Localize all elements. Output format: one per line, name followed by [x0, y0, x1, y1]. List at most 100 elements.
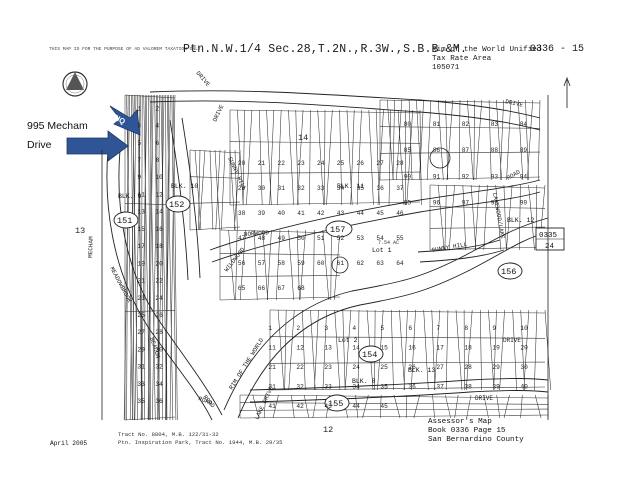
lot-number: 4: [155, 123, 159, 130]
lot-number: 16: [155, 226, 163, 233]
lot-number: 29: [492, 364, 500, 371]
lot-number: 52: [337, 235, 345, 242]
lot-number: 40: [520, 384, 528, 391]
lot-number: 46: [396, 210, 404, 217]
lot-number: 20: [238, 160, 246, 167]
lot-number: 35: [357, 185, 365, 192]
lot-number: 13: [324, 344, 332, 351]
lot-number: 33: [317, 185, 325, 192]
lot-number: 31: [137, 364, 145, 371]
svg-text:154: 154: [362, 350, 377, 360]
lot-number: 20: [520, 344, 528, 351]
tax-rate-label: Tax Rate Area: [432, 55, 492, 63]
callout-address-line2: Drive: [27, 139, 52, 151]
lot-number: 95: [404, 200, 412, 207]
lot-number: 18: [155, 243, 163, 250]
street-norwood: NORWOOD: [244, 229, 270, 238]
lot-number: 40: [278, 210, 286, 217]
lot-number: 28: [464, 364, 472, 371]
lot-number: 8: [464, 325, 468, 332]
district-name: Rim of the World Unified: [432, 46, 541, 54]
county-seal-icon: [62, 71, 88, 97]
lot-number: 91: [433, 173, 441, 180]
callout-arrow-icon: [66, 130, 129, 162]
lot-number: 1: [268, 325, 272, 332]
svg-text:157: 157: [330, 225, 345, 235]
lot-number: 59: [297, 260, 305, 267]
lot-number: 11: [268, 344, 276, 351]
acreage-label: 7.54 AC: [378, 240, 399, 246]
lot-number: 86: [433, 147, 441, 154]
lot-number: 5: [380, 325, 384, 332]
sheet-code: 0336 - 15: [530, 44, 584, 55]
lot-number: 85: [404, 147, 412, 154]
street-drive-top: DRIVE: [194, 70, 211, 89]
street-meadowbrook: MEADOWBROOK: [108, 266, 133, 305]
revision-date: April 2005: [50, 440, 87, 447]
lot-number: 93: [491, 173, 499, 180]
lot-number: 26: [408, 364, 416, 371]
lot-label-2: Lot 2: [338, 337, 358, 344]
lot-number: 28: [155, 329, 163, 336]
lot-number: 13: [137, 209, 145, 216]
lot-number: 9: [137, 174, 141, 181]
lot-number: 63: [376, 260, 384, 267]
lot-number: 31: [278, 185, 286, 192]
lot-number: 19: [137, 260, 145, 267]
svg-text:151: 151: [117, 216, 132, 226]
lot-number: 43: [324, 403, 332, 410]
map-caption-2: Book 0336 Page 15: [428, 427, 506, 435]
lot-number: 21: [137, 278, 145, 285]
lot-number: 1: [137, 105, 141, 112]
lot-number: 12: [155, 191, 163, 198]
lot-number: 54: [376, 235, 384, 242]
lot-number: 65: [238, 285, 246, 292]
street-drive-left: DRIVE: [211, 103, 225, 123]
lot-number: 60: [317, 260, 325, 267]
lot-number: 10: [520, 325, 528, 332]
lot-number: 14: [352, 344, 360, 351]
svg-text:152: 152: [169, 200, 184, 210]
lot-number: 47: [238, 235, 246, 242]
lot-number: 34: [155, 381, 163, 388]
svg-text:155: 155: [328, 399, 343, 409]
lot-number: 29: [137, 346, 145, 353]
street-drive-bottom: DRIVE: [475, 395, 493, 402]
lot-number: 98: [491, 200, 499, 207]
lot-number: 33: [324, 384, 332, 391]
lot-number: 4: [352, 325, 356, 332]
map-caption-1: Assessor's Map: [428, 418, 492, 426]
lot-number: 30: [258, 185, 266, 192]
lot-number: 15: [380, 344, 388, 351]
parcel-lines: [123, 94, 551, 421]
road-corridors: [106, 90, 549, 421]
lot-number: 27: [376, 160, 384, 167]
lot-number: 19: [492, 344, 500, 351]
lot-number: 23: [297, 160, 305, 167]
lot-number: 23: [137, 295, 145, 302]
lot-number: 26: [155, 312, 163, 319]
north-arrow-icon: [563, 76, 571, 108]
map-caption-3: San Bernardino County: [428, 436, 524, 444]
cul-de-sac: [429, 147, 451, 169]
lot-number: 21: [268, 364, 276, 371]
lot-number: 58: [278, 260, 286, 267]
lot-label-1: Lot 1: [372, 247, 392, 254]
lot-number: 90: [404, 173, 412, 180]
lot-number: 23: [324, 364, 332, 371]
lot-number: 22: [296, 364, 304, 371]
lot-number: 31: [268, 384, 276, 391]
lot-number: 64: [396, 260, 404, 267]
lot-number: 66: [258, 285, 266, 292]
lot-number: 97: [462, 200, 470, 207]
lot-number: 51: [317, 235, 325, 242]
lot-number: 30: [155, 346, 163, 353]
lot-number: 8: [155, 157, 159, 164]
lot-number: 37: [436, 384, 444, 391]
lot-number: 26: [357, 160, 365, 167]
lot-number: 6: [155, 140, 159, 147]
page-ref-157: 157: [325, 220, 353, 238]
lot-number: 15: [137, 226, 145, 233]
lot-number: 99: [520, 200, 528, 207]
lot-number: 45: [380, 403, 388, 410]
